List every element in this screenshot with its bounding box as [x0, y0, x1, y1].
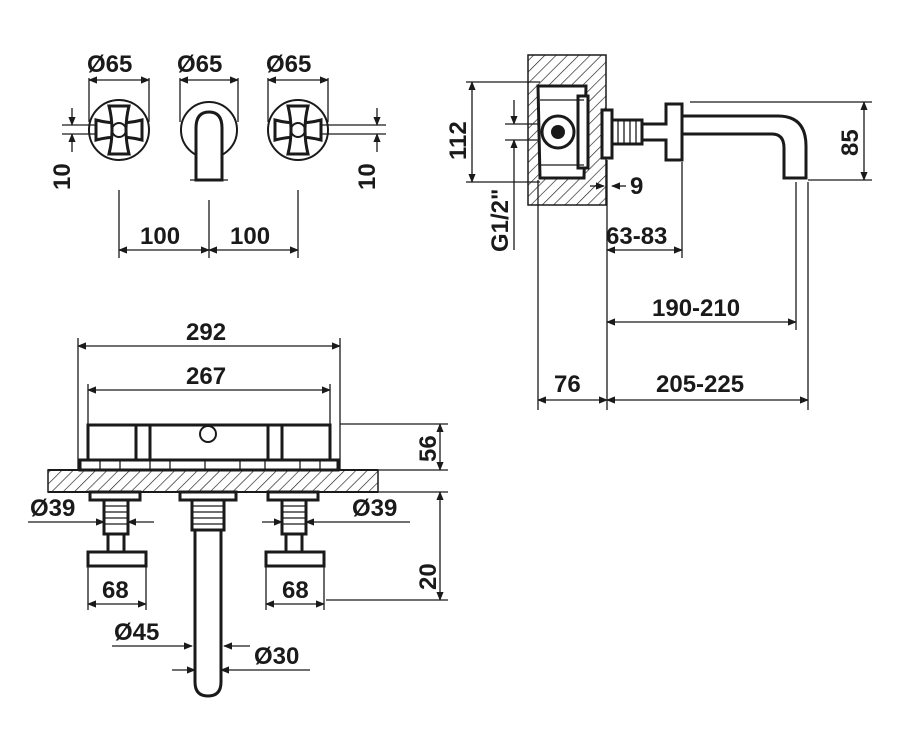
- top-diam-spout-tube-label: Ø30: [254, 643, 299, 670]
- spout-front: [180, 101, 238, 182]
- front-diam-right-label: Ø65: [266, 51, 311, 78]
- top-inner-width-label: 267: [186, 363, 226, 390]
- top-diam-spout-body-label: Ø45: [114, 619, 159, 646]
- side-spout-projection-label: 190-210: [652, 295, 740, 322]
- top-view: 292 267: [28, 319, 448, 698]
- front-diam-center-label: Ø65: [177, 51, 222, 78]
- wall-band: [47, 469, 379, 493]
- side-adjust-label: 63-83: [606, 223, 667, 250]
- side-spout-height-label: 85: [837, 129, 864, 156]
- side-total-projection-label: 205-225: [656, 371, 744, 398]
- spout-top: [178, 490, 238, 698]
- spout-flange: [640, 102, 684, 162]
- top-handle-width-right-label: 68: [282, 577, 309, 604]
- side-depth-label: 76: [554, 371, 581, 398]
- top-diam-valve-left-label: Ø39: [30, 495, 75, 522]
- spout-side: [680, 114, 808, 180]
- front-spacing-left-label: 100: [140, 223, 180, 250]
- side-view: 112 G1/2" 9 85 63-83 190-210 76 205-225: [445, 54, 872, 410]
- top-body-height-label: 56: [415, 435, 442, 462]
- side-gap-label: 9: [630, 173, 643, 200]
- front-view: Ø65 Ø65 Ø65 10 10 100 100: [49, 51, 386, 258]
- right-valve-top: [264, 490, 326, 568]
- left-cross-handle: [88, 99, 150, 161]
- side-thread-label: G1/2": [487, 189, 514, 252]
- top-recess-depth-label: 20: [415, 563, 442, 590]
- side-height-label: 112: [445, 121, 472, 160]
- top-handle-width-left-label: 68: [102, 577, 129, 604]
- front-spacing-right-label: 100: [230, 223, 270, 250]
- front-offset-right-label: 10: [354, 163, 381, 190]
- top-diam-valve-right-label: Ø39: [352, 495, 397, 522]
- right-cross-handle: [267, 99, 329, 161]
- connector-thread: [610, 118, 644, 146]
- front-offset-left-label: 10: [49, 163, 76, 190]
- front-diam-left-label: Ø65: [87, 51, 132, 78]
- left-valve-top: [86, 490, 148, 568]
- top-overall-width-label: 292: [186, 319, 226, 346]
